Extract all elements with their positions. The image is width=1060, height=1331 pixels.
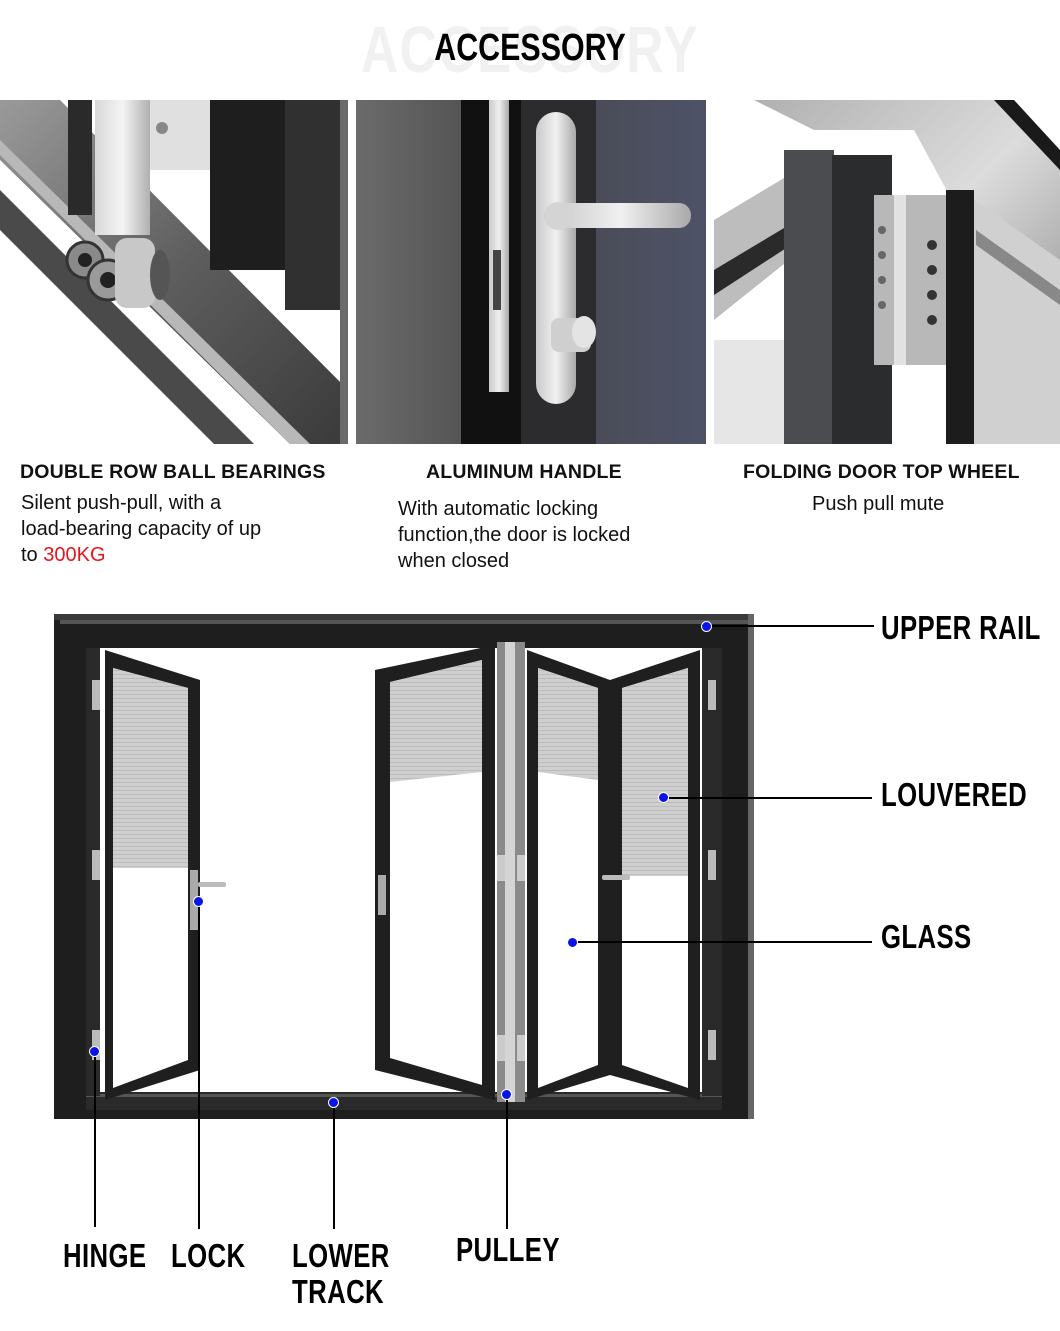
hinge-marker[interactable] [89, 1046, 100, 1057]
section-title: ACCESSORY [434, 27, 626, 69]
upper-rail-marker[interactable] [701, 621, 712, 632]
pulley-leader-line [506, 1100, 508, 1229]
label-pulley: PULLEY [456, 1231, 560, 1268]
folding-door-diagram [50, 610, 760, 1125]
glass-marker[interactable] [567, 937, 578, 948]
lock-leader-line [198, 907, 200, 1229]
label-lower-track-line2: TRACK [292, 1273, 385, 1310]
label-louvered: LOUVERED [881, 776, 1028, 813]
glass-leader-line [578, 941, 872, 943]
label-lower-track-line1: LOWER [292, 1237, 390, 1274]
hinge-leader-line [94, 1057, 96, 1227]
desc-line: to 300KG [21, 542, 261, 568]
desc-line: With automatic locking [398, 498, 599, 520]
feature-title-bearings: DOUBLE ROW BALL BEARINGS [20, 461, 326, 483]
handle-photo [356, 100, 706, 444]
label-hinge: HINGE [63, 1237, 147, 1274]
feature-title-handle: ALUMINUM HANDLE [426, 461, 622, 483]
feature-desc-bearings: Silent push-pull, with a load-bearing ca… [21, 490, 261, 568]
top-wheel-photo [714, 100, 1060, 444]
feature-desc-handle: With automatic locking function,the door… [398, 496, 630, 574]
louvered-leader-line [669, 797, 872, 799]
label-lock: LOCK [171, 1237, 246, 1274]
desc-line: when closed [398, 550, 510, 572]
pulley-marker[interactable] [501, 1089, 512, 1100]
desc-line: Silent push-pull, with a [21, 492, 222, 514]
load-capacity-highlight: 300KG [43, 544, 106, 566]
label-glass: GLASS [881, 918, 972, 955]
desc-line: load-bearing capacity of up [21, 518, 262, 540]
louvered-marker[interactable] [658, 792, 669, 803]
feature-title-top-wheel: FOLDING DOOR TOP WHEEL [743, 461, 1020, 483]
desc-line: function,the door is locked [398, 524, 631, 546]
label-upper-rail: UPPER RAIL [881, 609, 1041, 646]
lower-track-marker[interactable] [328, 1097, 339, 1108]
label-lower-track: LOWER TRACK [292, 1238, 417, 1310]
lower-track-leader-line [333, 1108, 335, 1229]
bearing-photo [0, 100, 348, 444]
section-title-watermark: ACCESSORY [360, 12, 700, 86]
feature-desc-top-wheel: Push pull mute [812, 493, 945, 515]
lock-marker[interactable] [193, 896, 204, 907]
upper-rail-leader-line [712, 625, 874, 627]
desc-prefix: to [21, 544, 44, 566]
